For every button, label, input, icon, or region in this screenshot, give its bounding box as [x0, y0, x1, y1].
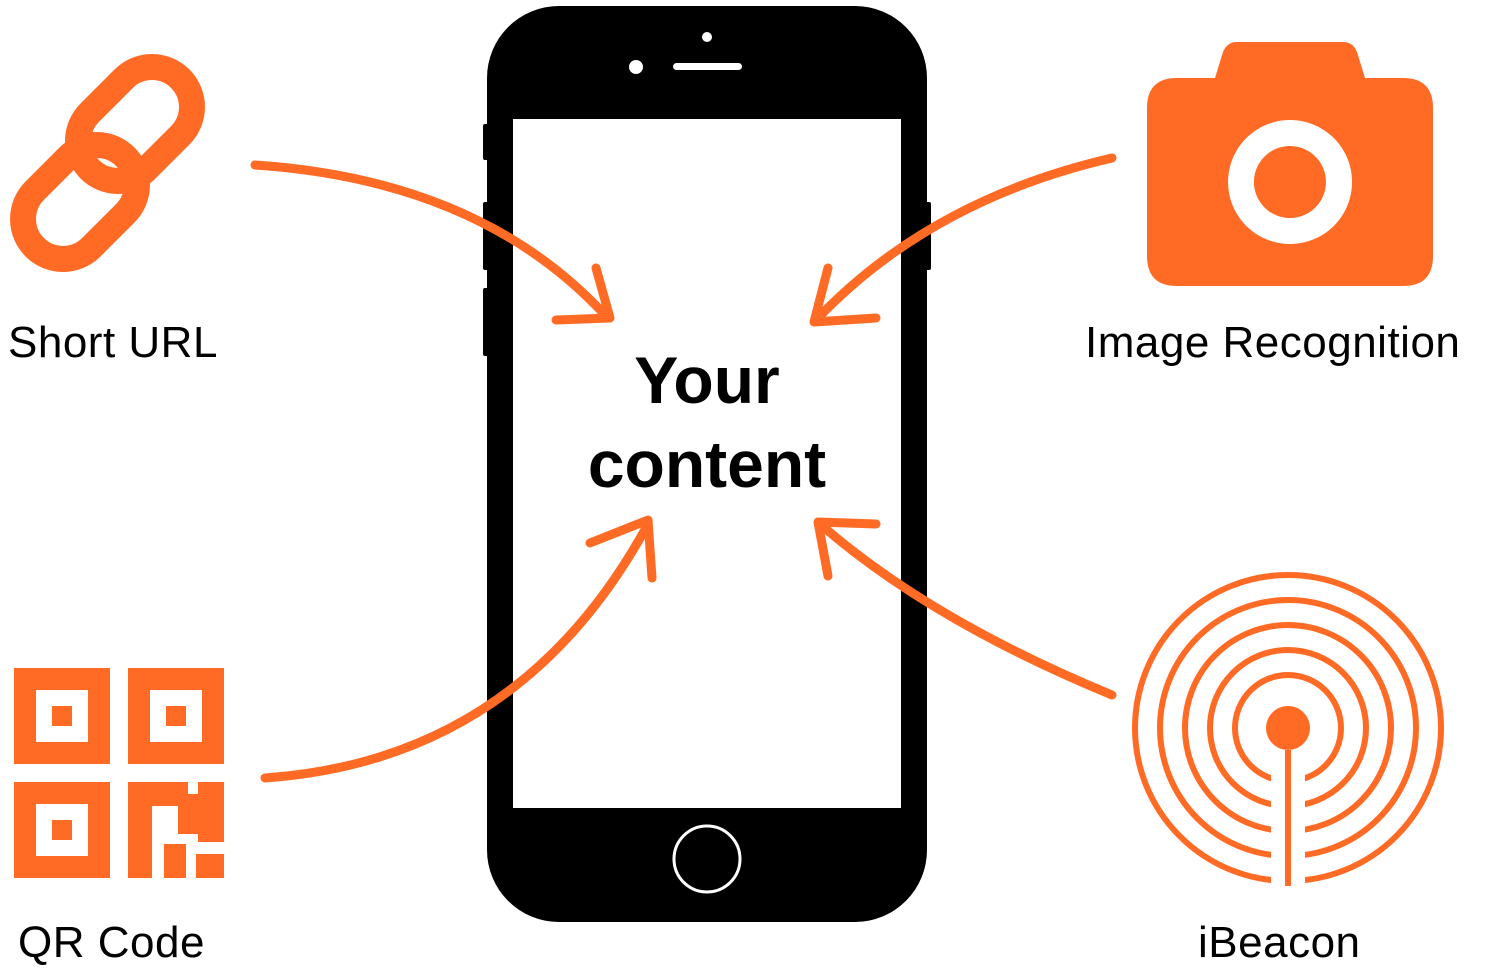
center-text-line-1: Your [634, 343, 780, 417]
center-text-line-2: content [587, 427, 827, 501]
screen-content-text: Your content [513, 338, 901, 506]
image-recognition-label: Image Recognition [1085, 318, 1461, 367]
qr-code-label: QR Code [18, 918, 205, 967]
short-url-label: Short URL [8, 318, 218, 367]
camera-icon [1147, 42, 1433, 286]
chain-link-icon [10, 54, 205, 272]
qr-code-icon [14, 668, 224, 878]
ibeacon-label: iBeacon [1198, 918, 1361, 967]
ibeacon-icon [1132, 572, 1444, 888]
